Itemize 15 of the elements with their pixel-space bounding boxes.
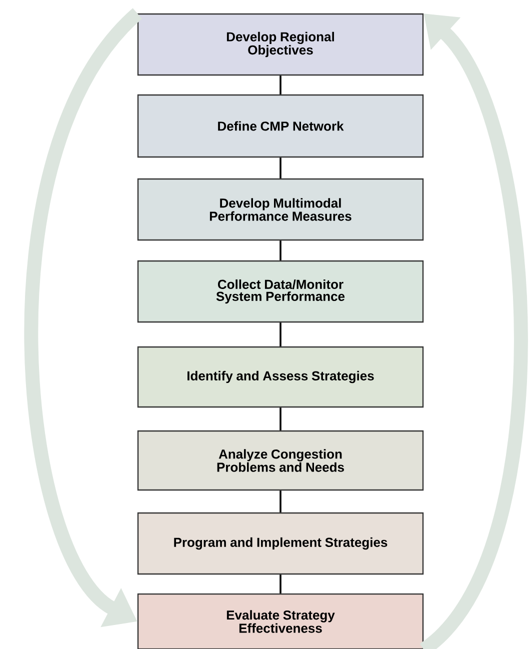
connector-line [280, 240, 282, 260]
process-box: Identify and Assess Strategies [137, 346, 424, 408]
connector-line [280, 322, 282, 346]
connector-line [280, 158, 282, 178]
process-box: Develop Regional Objectives [137, 13, 424, 76]
process-box: Develop Multimodal Performance Measures [137, 178, 424, 241]
process-box: Collect Data/Monitor System Performance [137, 260, 424, 323]
connector-line [280, 490, 282, 512]
process-box: Analyze Congestion Problems and Needs [137, 430, 424, 491]
process-box: Program and Implement Strategies [137, 512, 424, 575]
connector-line [280, 76, 282, 94]
process-box: Evaluate Strategy Effectiveness [137, 593, 424, 649]
connector-line [280, 408, 282, 430]
connector-line [280, 574, 282, 594]
process-box: Define CMP Network [137, 94, 424, 158]
